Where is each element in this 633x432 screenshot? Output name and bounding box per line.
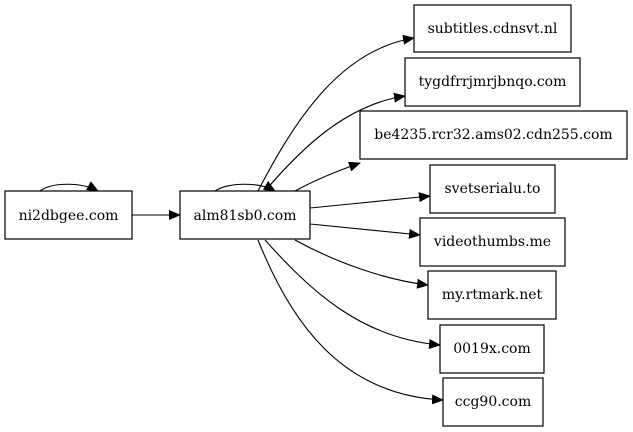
edge-alm81sb0-self	[214, 181, 276, 192]
edge-alm81sb0-svetserialu	[309, 192, 431, 209]
node-subtitles: subtitles.cdnsvt.nl	[413, 4, 572, 53]
node-label: 0019x.com	[453, 341, 531, 357]
node-label: svetserialu.to	[445, 181, 541, 197]
node-label: ccg90.com	[455, 394, 531, 410]
edge-alm81sb0-subtitles	[257, 34, 415, 192]
node-videothumbs: videothumbs.me	[419, 217, 566, 267]
node-label: be4235.rcr32.ams02.cdn255.com	[374, 127, 612, 143]
node-label: videothumbs.me	[433, 234, 551, 250]
node-alm81sb0: alm81sb0.com	[179, 190, 311, 240]
node-label: tygdfrrjmrjbnqo.com	[419, 74, 567, 90]
node-0019x: 0019x.com	[439, 324, 545, 374]
edge-ni2dbgee-self	[39, 181, 99, 192]
node-label: my.rtmark.net	[442, 287, 543, 303]
edge-alm81sb0-videothumbs	[309, 223, 421, 239]
node-ni2dbgee: ni2dbgee.com	[4, 190, 133, 240]
edge-alm81sb0-tygdfrr	[264, 92, 406, 192]
node-ccg90: ccg90.com	[442, 377, 544, 427]
edge-alm81sb0-rtmark	[294, 239, 429, 289]
node-label: subtitles.cdnsvt.nl	[428, 21, 558, 37]
node-label: alm81sb0.com	[194, 208, 297, 224]
node-be4235: be4235.rcr32.ams02.cdn255.com	[359, 110, 628, 160]
edges	[39, 34, 444, 405]
node-tygdfrr: tygdfrrjmrjbnqo.com	[404, 57, 581, 107]
node-label: ni2dbgee.com	[19, 208, 119, 224]
edge-alm81sb0-ccg90	[257, 239, 444, 405]
node-svetserialu: svetserialu.to	[429, 164, 556, 214]
node-rtmark: my.rtmark.net	[427, 270, 557, 320]
edge-alm81sb0-be4235	[294, 161, 361, 192]
edge-alm81sb0-0019x	[264, 239, 441, 350]
